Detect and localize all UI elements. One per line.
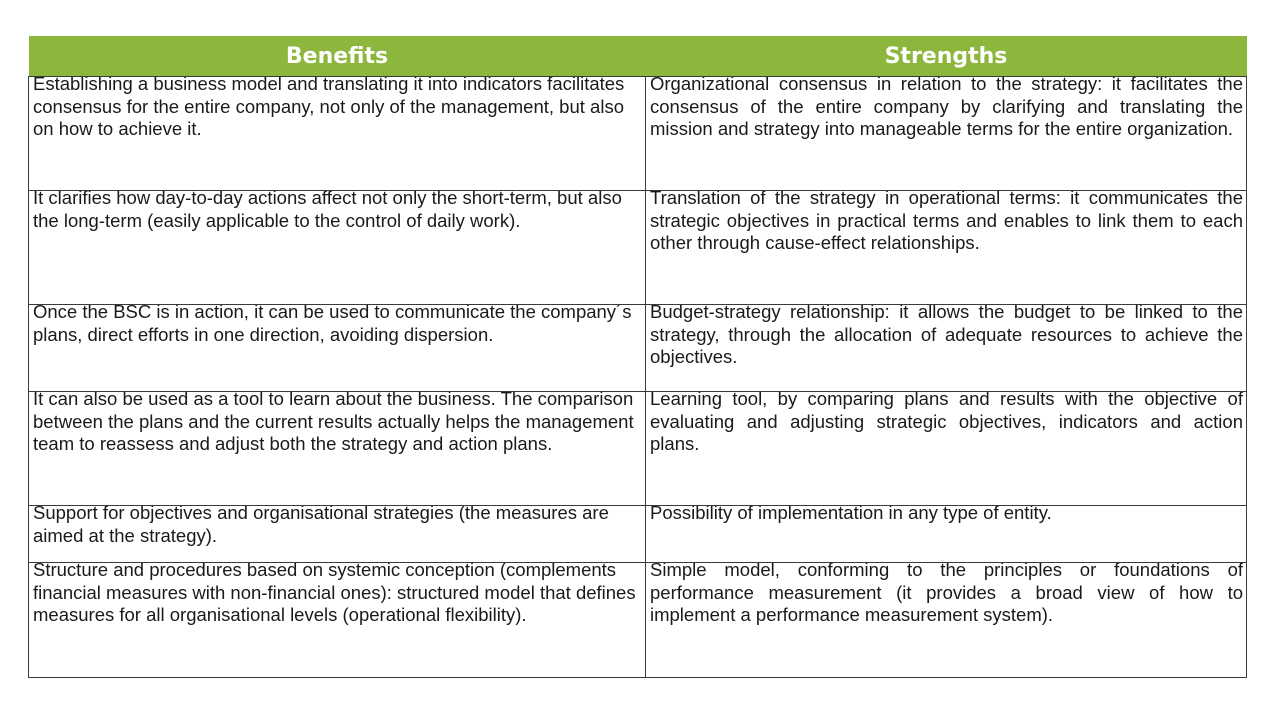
benefit-cell: It can also be used as a tool to learn a…: [28, 391, 646, 506]
benefit-cell: Support for objectives and organisationa…: [28, 505, 646, 563]
benefits-header: Benefits: [28, 36, 646, 77]
strength-text: Organizational consensus in relation to …: [650, 76, 1243, 140]
table-header-row: Benefits Strengths: [28, 36, 1247, 77]
strength-text: Translation of the strategy in operation…: [650, 190, 1243, 254]
strength-cell: Learning tool, by comparing plans and re…: [645, 391, 1247, 506]
strength-cell: Simple model, conforming to the principl…: [645, 562, 1247, 678]
benefit-cell: Structure and procedures based on system…: [28, 562, 646, 678]
strength-cell: Possibility of implementation in any typ…: [645, 505, 1247, 563]
benefit-text: Support for objectives and organisationa…: [33, 505, 609, 546]
strength-text: Budget-strategy relationship: it allows …: [650, 304, 1243, 368]
strengths-header: Strengths: [645, 36, 1247, 77]
benefit-text: It can also be used as a tool to learn a…: [33, 391, 634, 455]
benefit-text: It clarifies how day-to-day actions affe…: [33, 190, 622, 231]
benefit-text: Establishing a business model and transl…: [33, 76, 625, 140]
table-row: Establishing a business model and transl…: [28, 76, 1247, 191]
strength-cell: Budget-strategy relationship: it allows …: [645, 304, 1247, 392]
benefit-text: Structure and procedures based on system…: [33, 562, 636, 626]
strength-text: Possibility of implementation in any typ…: [650, 505, 1052, 524]
benefit-text: Once the BSC is in action, it can be use…: [33, 304, 632, 345]
strength-text: Simple model, conforming to the principl…: [650, 562, 1243, 626]
benefit-cell: Once the BSC is in action, it can be use…: [28, 304, 646, 392]
table-row: Once the BSC is in action, it can be use…: [28, 304, 1247, 392]
table-row: It can also be used as a tool to learn a…: [28, 391, 1247, 506]
table-row: Structure and procedures based on system…: [28, 562, 1247, 678]
table-row: It clarifies how day-to-day actions affe…: [28, 190, 1247, 305]
strength-cell: Organizational consensus in relation to …: [645, 76, 1247, 191]
benefits-strengths-table: Benefits Strengths Establishing a busine…: [28, 36, 1247, 678]
benefit-cell: It clarifies how day-to-day actions affe…: [28, 190, 646, 305]
table-row: Support for objectives and organisationa…: [28, 505, 1247, 563]
benefit-cell: Establishing a business model and transl…: [28, 76, 646, 191]
strength-text: Learning tool, by comparing plans and re…: [650, 391, 1243, 455]
strength-cell: Translation of the strategy in operation…: [645, 190, 1247, 305]
